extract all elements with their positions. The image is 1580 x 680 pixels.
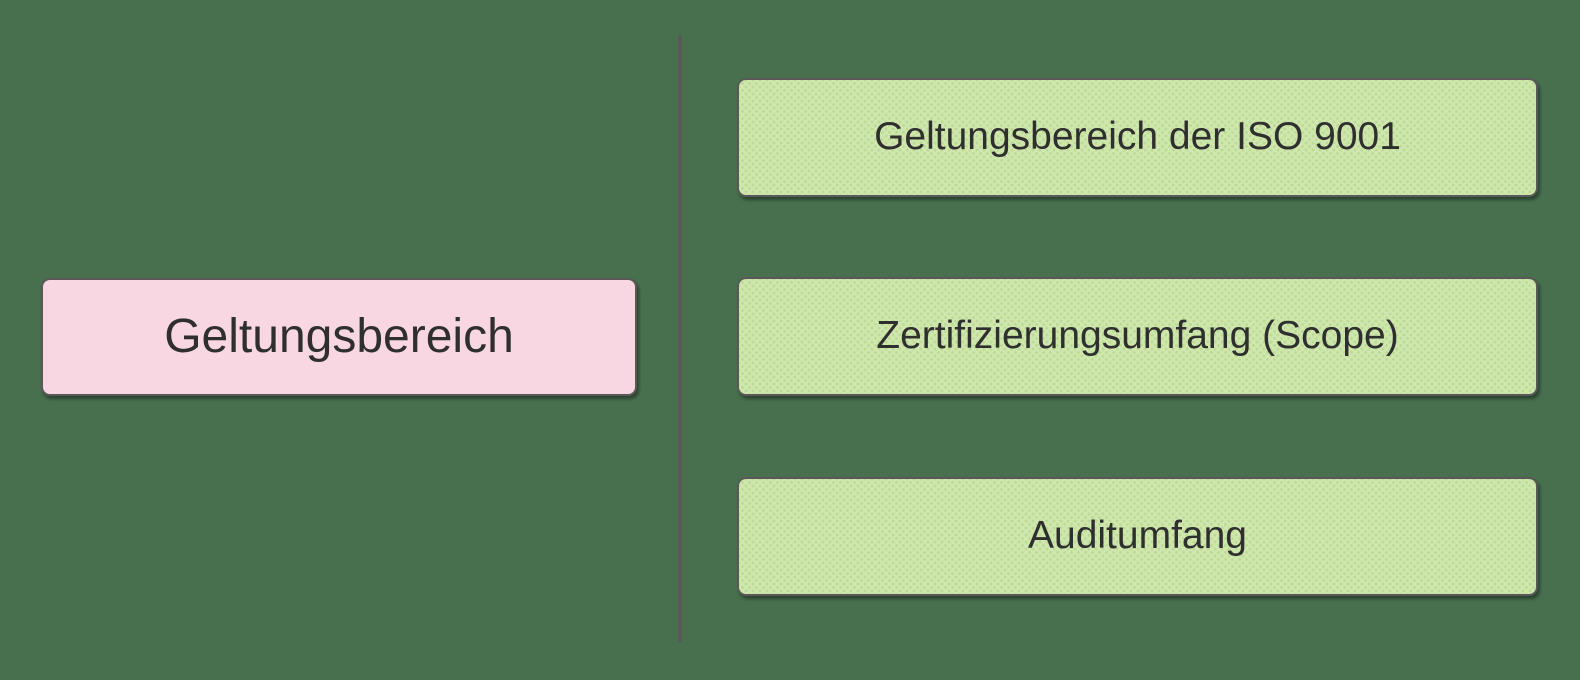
vertical-divider-line (678, 35, 682, 642)
node-geltungsbereich-der-iso-9001: Geltungsbereich der ISO 9001 (737, 78, 1538, 197)
node-auditumfang-label: Auditumfang (1028, 514, 1247, 558)
node-geltungsbereich: Geltungsbereich (41, 278, 637, 396)
node-geltungsbereich-label: Geltungsbereich (164, 310, 514, 364)
node-zertifizierungsumfang-scope: Zertifizierungsumfang (Scope) (737, 277, 1538, 396)
node-geltungsbereich-der-iso-9001-label: Geltungsbereich der ISO 9001 (874, 115, 1401, 159)
node-zertifizierungsumfang-scope-label: Zertifizierungsumfang (Scope) (876, 314, 1399, 358)
node-auditumfang: Auditumfang (737, 477, 1538, 596)
